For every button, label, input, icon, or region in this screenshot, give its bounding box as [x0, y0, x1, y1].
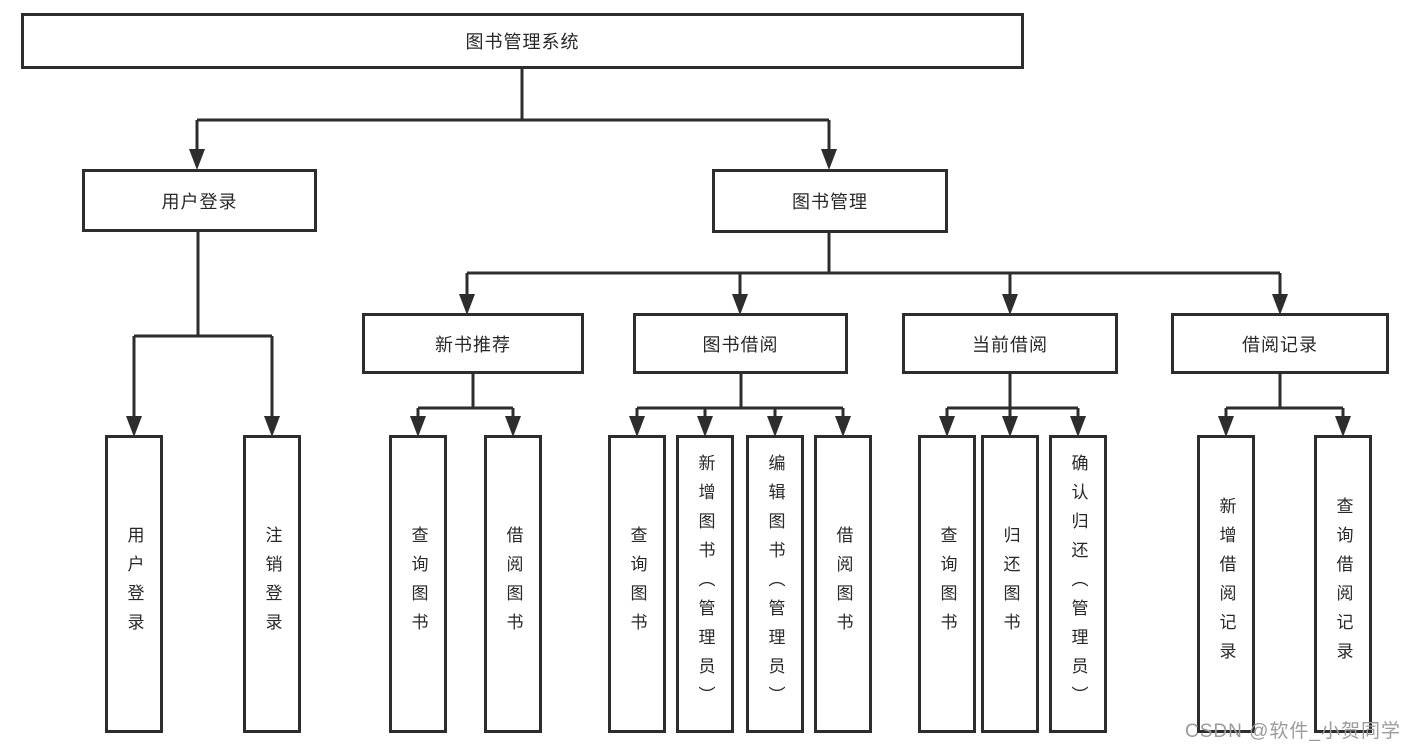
node-new-book-recommend: 新书推荐: [362, 313, 584, 374]
connector-currentborrow-to-leaves: [939, 374, 1086, 437]
node-label: 当前借阅: [972, 334, 1048, 355]
leaf-br-add-borrow-record: 新增借阅记录: [1197, 435, 1255, 733]
leaf-bb-query-books: 查询图书: [608, 435, 666, 733]
node-user-login: 用户登录: [82, 169, 317, 232]
arrowhead-icon: [1002, 416, 1018, 437]
leaf-user-login: 用户登录: [105, 435, 163, 733]
node-label: 图书管理: [792, 192, 868, 212]
arrowhead-icon: [629, 416, 645, 437]
node-current-borrowing: 当前借阅: [902, 313, 1118, 374]
leaf-label: 查询图书: [408, 526, 428, 642]
arrowhead-icon: [1218, 416, 1234, 437]
node-book-borrowing: 图书借阅: [633, 313, 848, 374]
leaf-label: 查询图书: [937, 526, 957, 642]
leaf-cb-return-books: 归还图书: [981, 435, 1039, 733]
arrowhead-icon: [697, 416, 713, 437]
line: [635, 374, 845, 420]
arrowhead-icon: [126, 416, 142, 437]
leaf-label: 注销登录: [262, 526, 282, 642]
arrowhead-icon: [264, 416, 280, 437]
leaf-label: 归还图书: [1000, 526, 1020, 642]
leaf-cb-confirm-return-admin: 确认归还（管理员）: [1049, 435, 1107, 733]
leaf-logout-login: 注销登录: [243, 435, 301, 733]
node-label: 借阅记录: [1242, 334, 1318, 355]
arrowhead-icon: [821, 149, 837, 170]
arrowhead-icon: [189, 149, 205, 170]
leaf-bb-borrow-books: 借阅图书: [814, 435, 872, 733]
leaf-label: 查询图书: [627, 526, 647, 642]
leaf-label: 确认归还（管理员）: [1068, 453, 1088, 715]
arrowhead-icon: [732, 294, 748, 315]
leaf-cb-query-books: 查询图书: [918, 435, 976, 733]
leaf-br-query-borrow-record: 查询借阅记录: [1314, 435, 1372, 733]
leaf-label: 借阅图书: [833, 526, 853, 642]
node-label: 用户登录: [161, 191, 238, 212]
line: [465, 233, 1282, 296]
leaf-nbr-query-books: 查询图书: [389, 435, 447, 733]
arrowhead-icon: [1070, 416, 1086, 437]
node-library-system: 图书管理系统: [21, 13, 1024, 69]
line: [132, 232, 274, 418]
leaf-label: 新增借阅记录: [1216, 497, 1236, 671]
line: [1224, 374, 1345, 420]
connector-userlogin-to-leaves: [126, 232, 280, 437]
line: [195, 69, 831, 152]
connector-root-to-level2: [189, 69, 837, 170]
connector-bookmgmt-to-level3: [459, 233, 1288, 315]
connector-bookborrow-to-leaves: [629, 374, 851, 437]
leaf-label: 借阅图书: [503, 526, 523, 642]
leaf-label: 编辑图书（管理员）: [765, 453, 785, 715]
node-label: 图书借阅: [702, 334, 779, 355]
node-label: 新书推荐: [435, 334, 511, 355]
watermark-text: CSDN @软件_小贺同学: [1185, 721, 1401, 742]
node-borrow-records: 借阅记录: [1171, 313, 1389, 374]
arrowhead-icon: [1272, 294, 1288, 315]
leaf-nbr-borrow-books: 借阅图书: [484, 435, 542, 733]
arrowhead-icon: [505, 416, 521, 437]
line: [416, 374, 515, 420]
arrowhead-icon: [459, 294, 475, 315]
connector-newbookrec-to-leaves: [410, 374, 521, 437]
arrowhead-icon: [767, 416, 783, 437]
arrowhead-icon: [835, 416, 851, 437]
arrowhead-icon: [1335, 416, 1351, 437]
line: [945, 374, 1080, 420]
leaf-label: 用户登录: [124, 526, 144, 642]
leaf-bb-edit-books-admin: 编辑图书（管理员）: [746, 435, 804, 733]
node-label: 图书管理系统: [465, 32, 580, 52]
arrowhead-icon: [410, 416, 426, 437]
leaf-label: 查询借阅记录: [1333, 497, 1353, 671]
connector-borrowrecords-to-leaves: [1218, 374, 1351, 437]
arrowhead-icon: [939, 416, 955, 437]
leaf-label: 新增图书（管理员）: [695, 453, 715, 715]
arrowhead-icon: [1002, 294, 1018, 315]
leaf-bb-add-books-admin: 新增图书（管理员）: [676, 435, 734, 733]
node-book-management: 图书管理: [712, 169, 948, 233]
